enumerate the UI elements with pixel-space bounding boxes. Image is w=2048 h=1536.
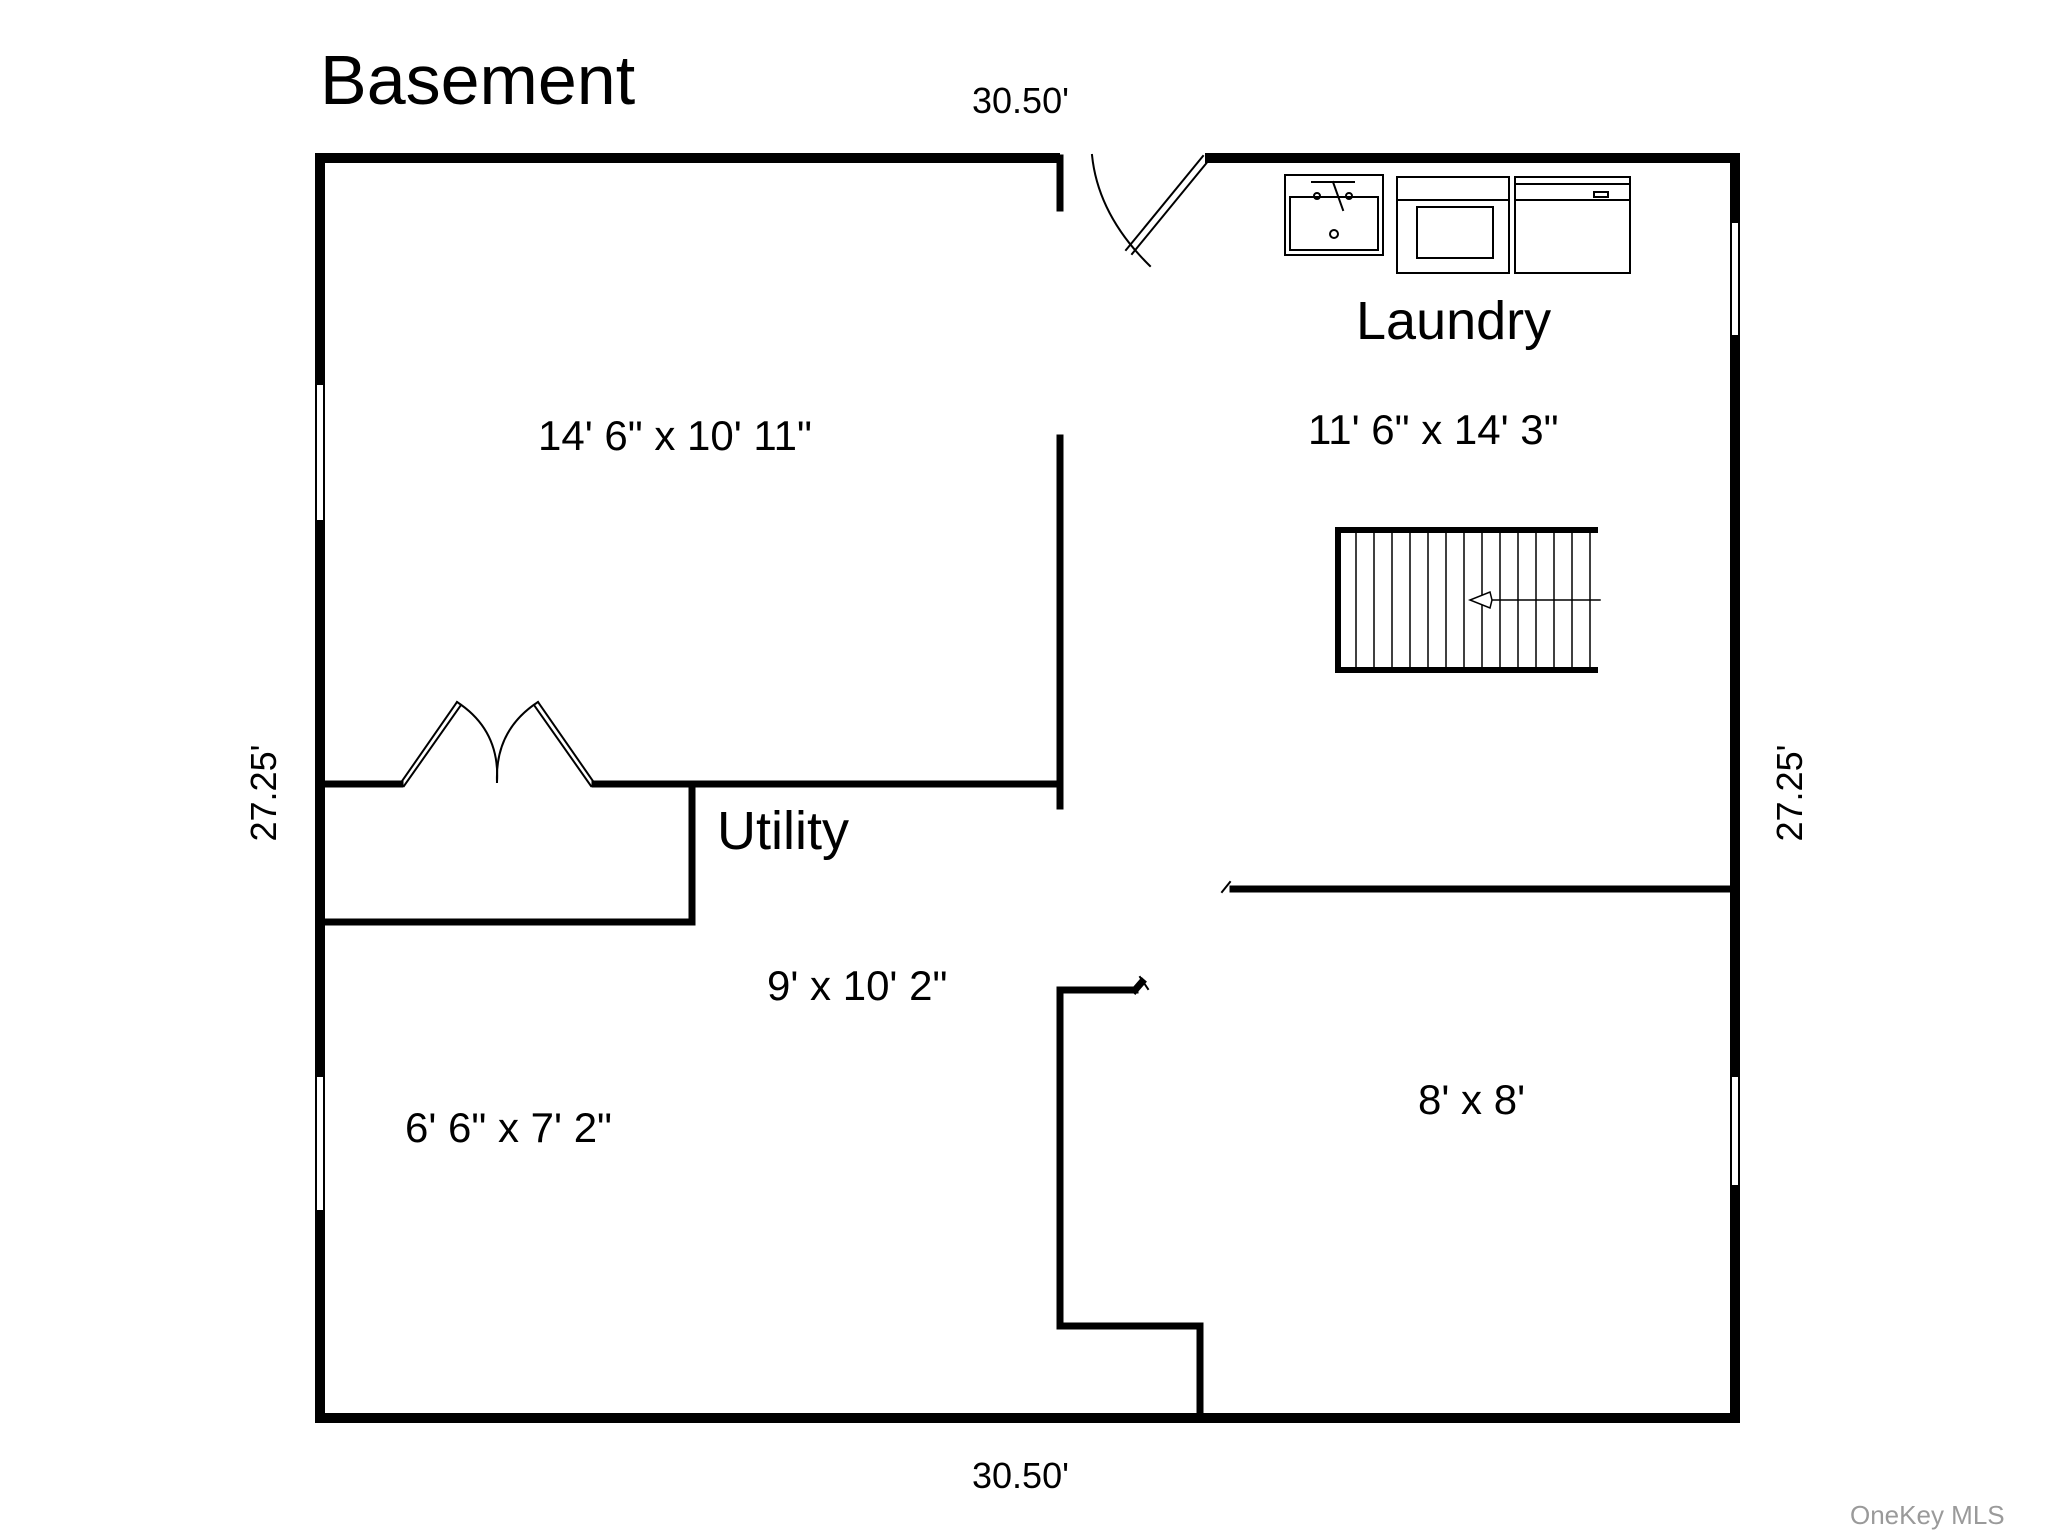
room-upper-left-size: 14' 6" x 10' 11" [538,412,812,459]
entry-door [1090,153,1211,268]
top-dimension: 30.50' [972,80,1069,121]
dryer-icon [1514,176,1631,274]
right-dimension: 27.25' [1769,744,1810,842]
laundry-size: 11' 6" x 14' 3" [1308,406,1559,453]
room-lower-right-size: 8' x 8' [1418,1076,1526,1123]
left-dimension: 27.25' [243,744,284,842]
bottom-dimension: 30.50' [972,1455,1069,1496]
staircase [1335,527,1601,673]
washer-icon [1396,176,1510,274]
closet-double-door [398,700,597,788]
exterior-walls [315,153,1740,1423]
stair-direction-arrow-icon [1467,590,1601,610]
windows [315,217,1740,1216]
laundry-fixtures [1284,174,1631,274]
plan-title: Basement [320,41,636,119]
utility-label: Utility [717,801,849,861]
room-lower-left-size: 6' 6" x 7' 2" [405,1104,612,1151]
laundry-label: Laundry [1356,291,1552,351]
interior-walls [320,154,1735,1422]
watermark: OneKey MLS [1850,1500,2005,1530]
door-ticks [1056,156,1232,991]
sink-icon [1284,174,1384,256]
utility-size: 9' x 10' 2" [767,962,948,1009]
